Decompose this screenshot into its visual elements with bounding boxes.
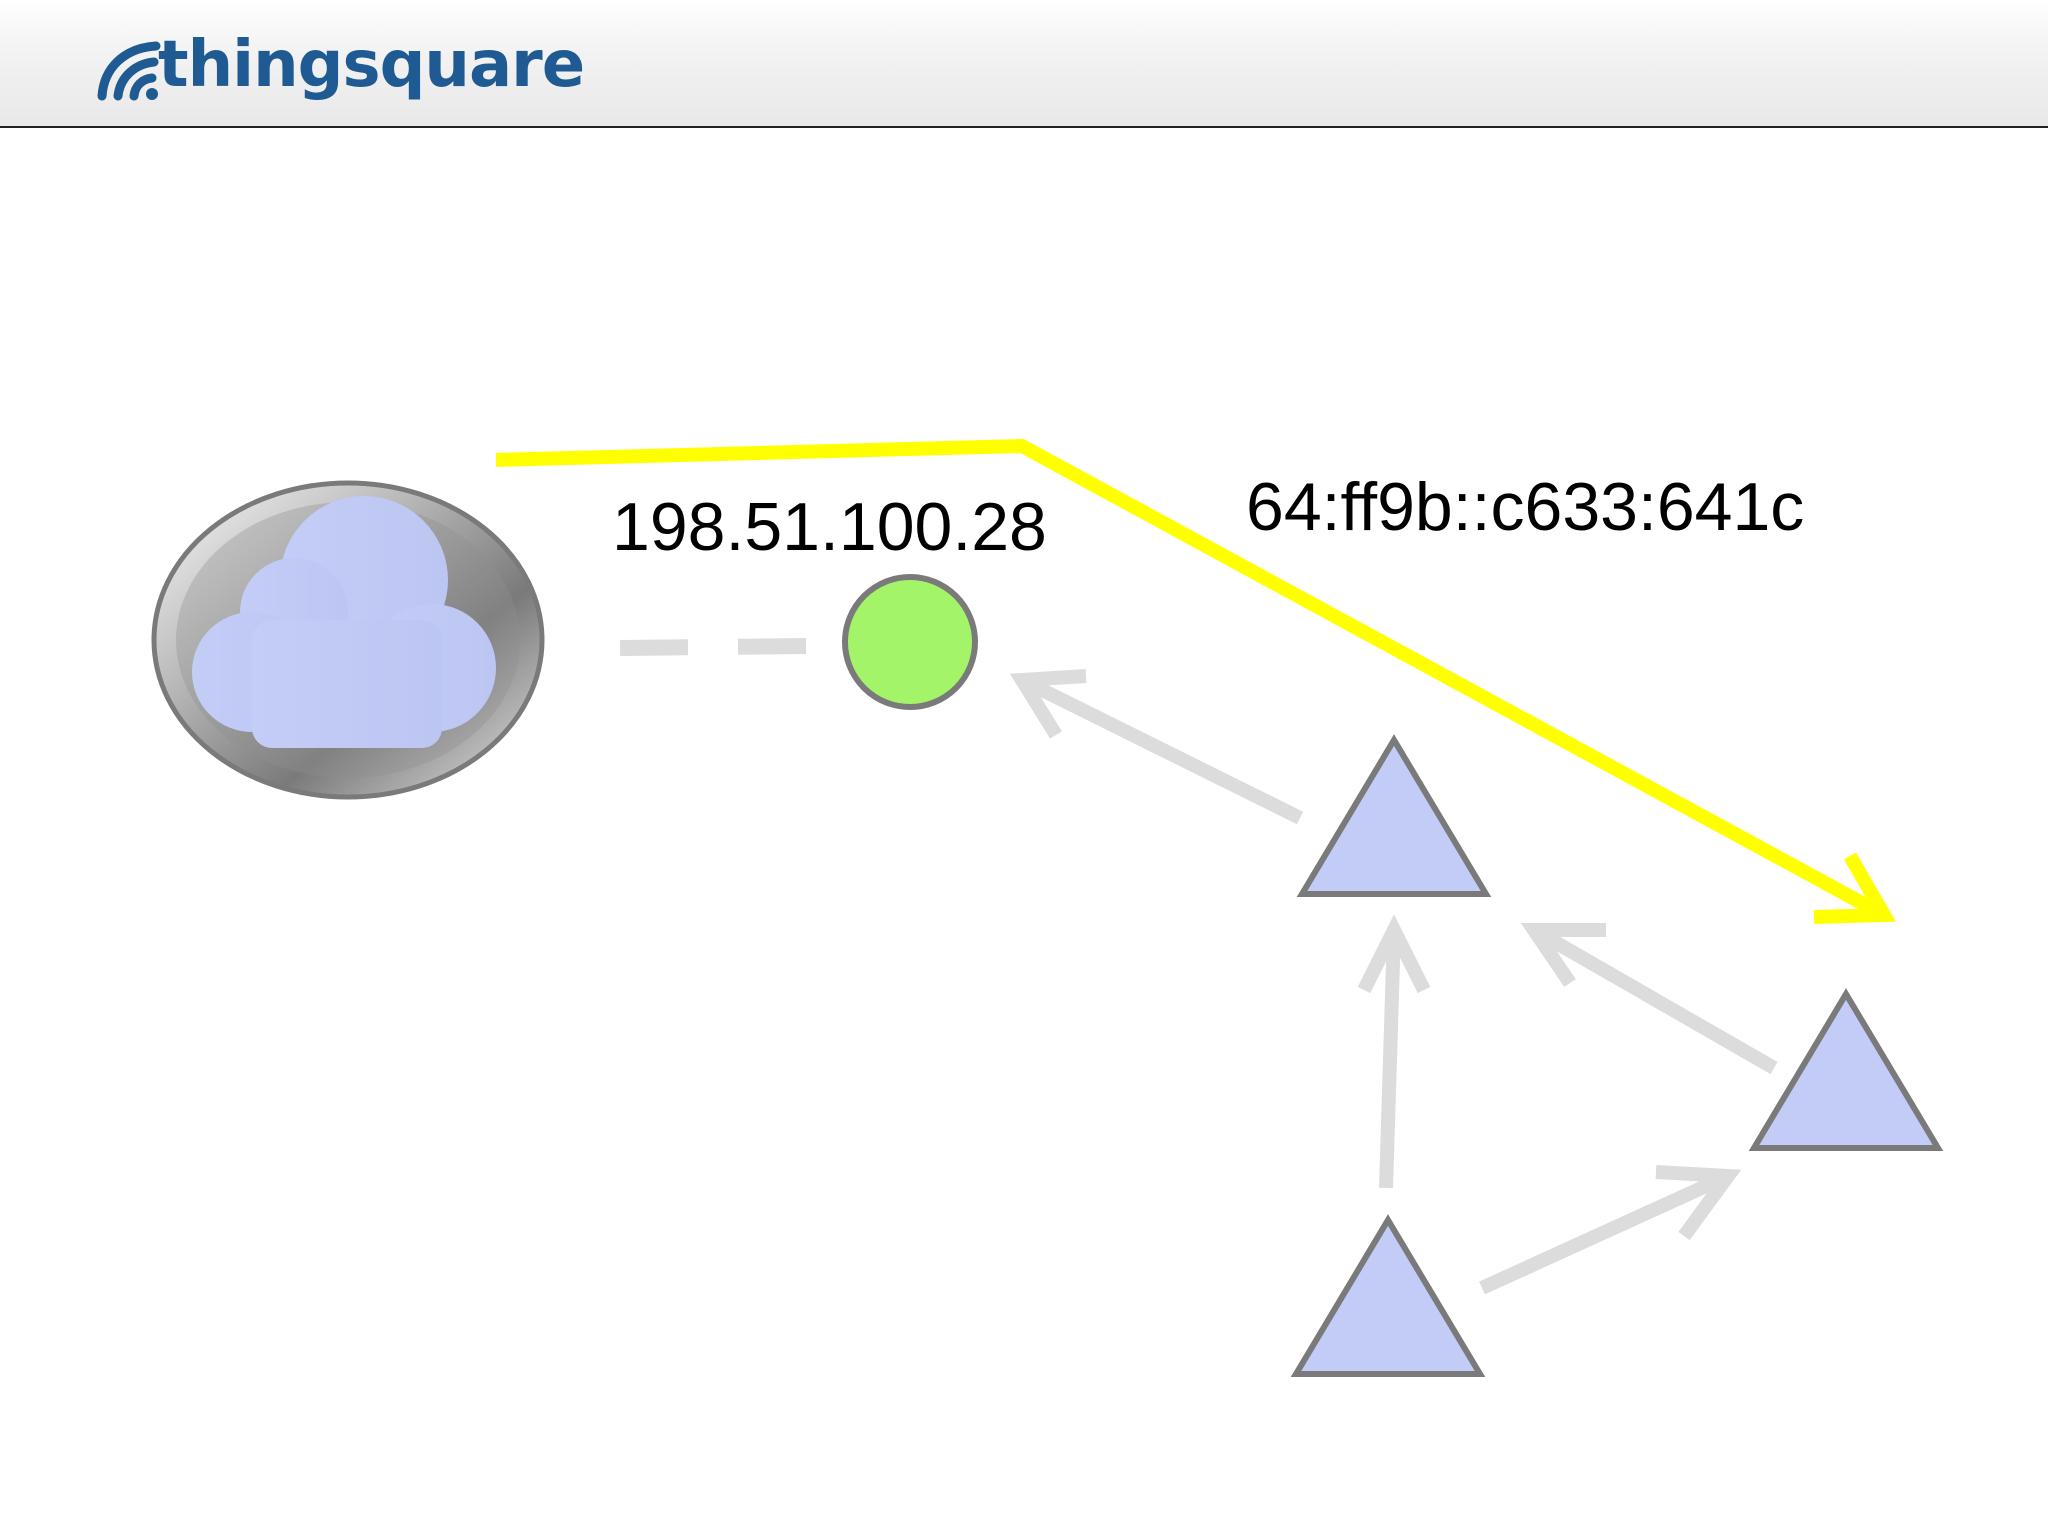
cloud-icon <box>151 480 545 800</box>
mesh-node-triangle <box>1748 988 1944 1151</box>
cloud-gateway-link <box>619 638 809 656</box>
mesh-link-arrow <box>1357 914 1431 1189</box>
header-bar: thingsquare <box>0 0 2048 128</box>
route-highlight-arrow <box>495 438 1896 924</box>
node-address-label: 64:ff9b::c633:641c <box>1246 469 1804 545</box>
signal-arcs-icon <box>97 41 161 101</box>
mesh-link-arrow <box>1520 923 1778 1075</box>
mesh-node-triangle <box>1290 1214 1486 1377</box>
mesh-link-arrow <box>1009 669 1304 825</box>
gateway-address-label: 198.51.100.28 <box>612 489 1047 565</box>
gateway-circle <box>842 574 978 710</box>
brand-logo: thingsquare <box>94 22 585 108</box>
mesh-link-arrow <box>1479 1165 1742 1295</box>
mesh-node-triangle <box>1296 734 1492 897</box>
brand-name: thingsquare <box>158 28 585 102</box>
